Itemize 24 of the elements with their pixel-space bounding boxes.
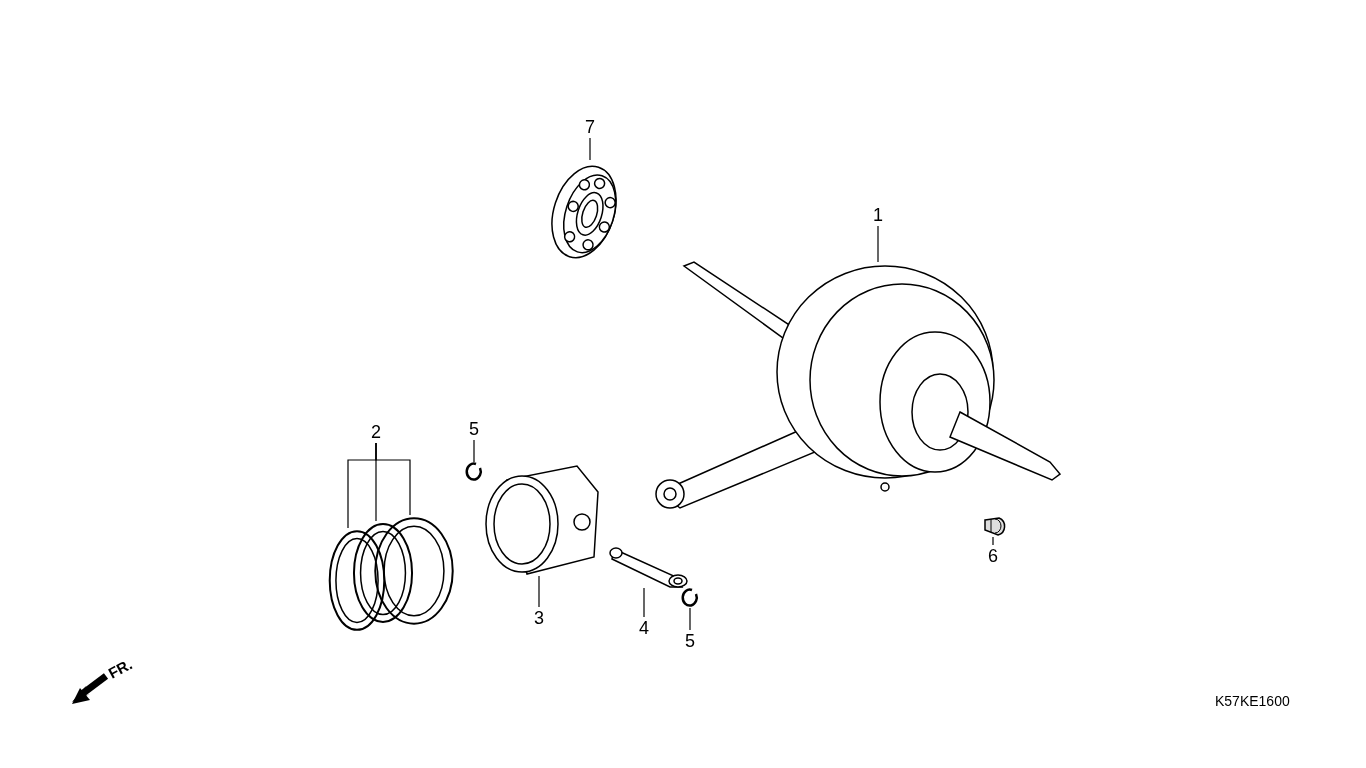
direction-label: FR. [105,655,135,682]
leader-line [589,137,591,161]
piston-drawing [482,462,600,576]
drawing-code: K57KE1600 [1215,693,1290,709]
circlip-drawing [464,462,484,482]
leader-line [643,587,645,618]
piston-ring-drawing [326,528,388,633]
leader-line [538,575,540,608]
leader-line [877,225,879,263]
callout-number: 7 [581,116,599,138]
callout-number: 1 [869,204,887,226]
piston-ring-drawing [350,521,416,625]
key-drawing [982,516,1006,537]
callout-number: 5 [465,418,483,440]
leader-line [375,442,411,516]
leader-line [689,607,691,631]
callout-number: 3 [530,607,548,629]
callout-number: 6 [984,545,1002,567]
leader-line [992,536,994,546]
callout-number: 5 [681,630,699,652]
callout-number: 4 [635,617,653,639]
leader-line [473,439,475,463]
circlip-drawing [680,588,700,608]
callout-number: 2 [367,421,385,443]
